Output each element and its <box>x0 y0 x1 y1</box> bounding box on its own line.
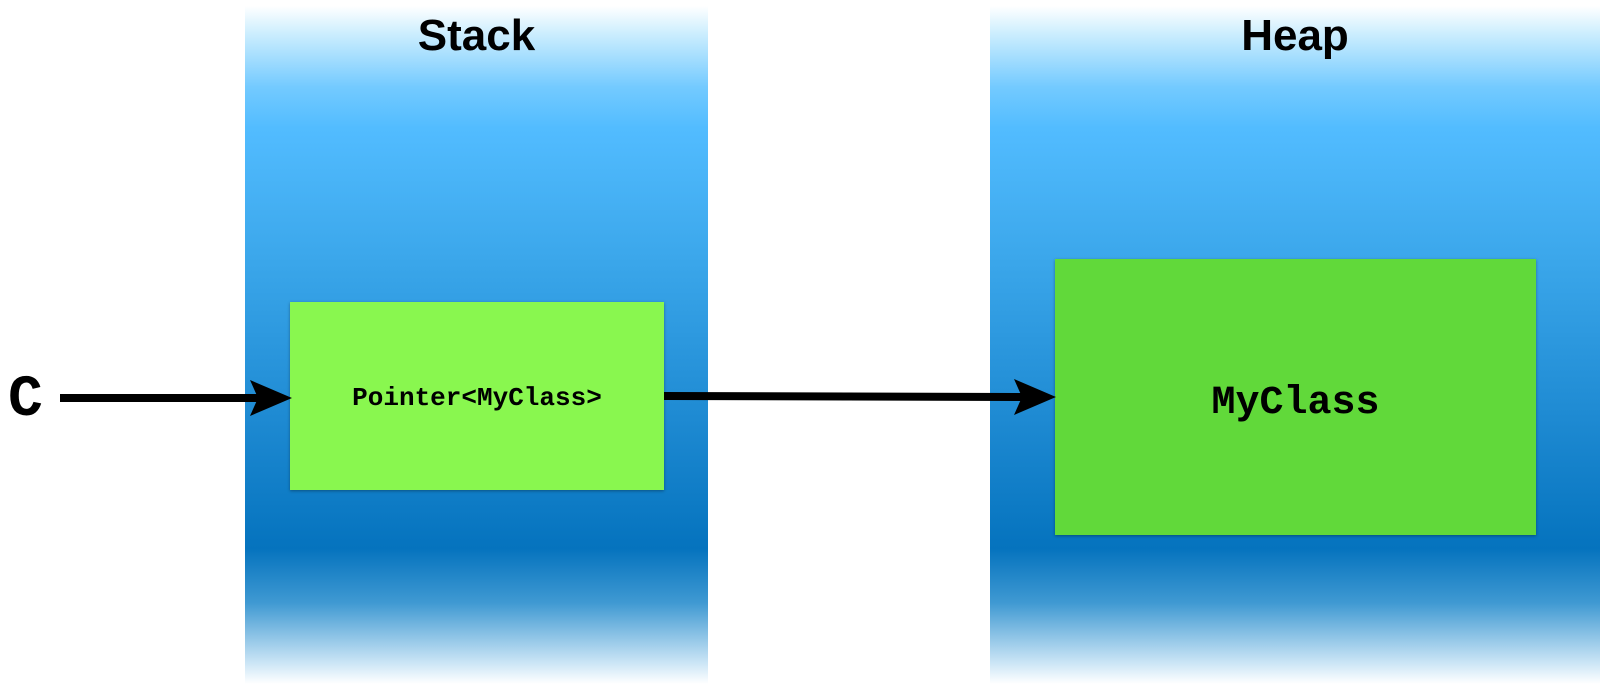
pointer-box-label: Pointer<MyClass> <box>352 383 602 413</box>
pointer-box: Pointer<MyClass> <box>290 302 664 490</box>
heap-title: Heap <box>1241 11 1349 60</box>
stack-title: Stack <box>417 11 536 60</box>
variable-label: C <box>8 368 43 433</box>
myclass-box: MyClass <box>1055 259 1536 535</box>
myclass-box-label: MyClass <box>1211 380 1380 426</box>
